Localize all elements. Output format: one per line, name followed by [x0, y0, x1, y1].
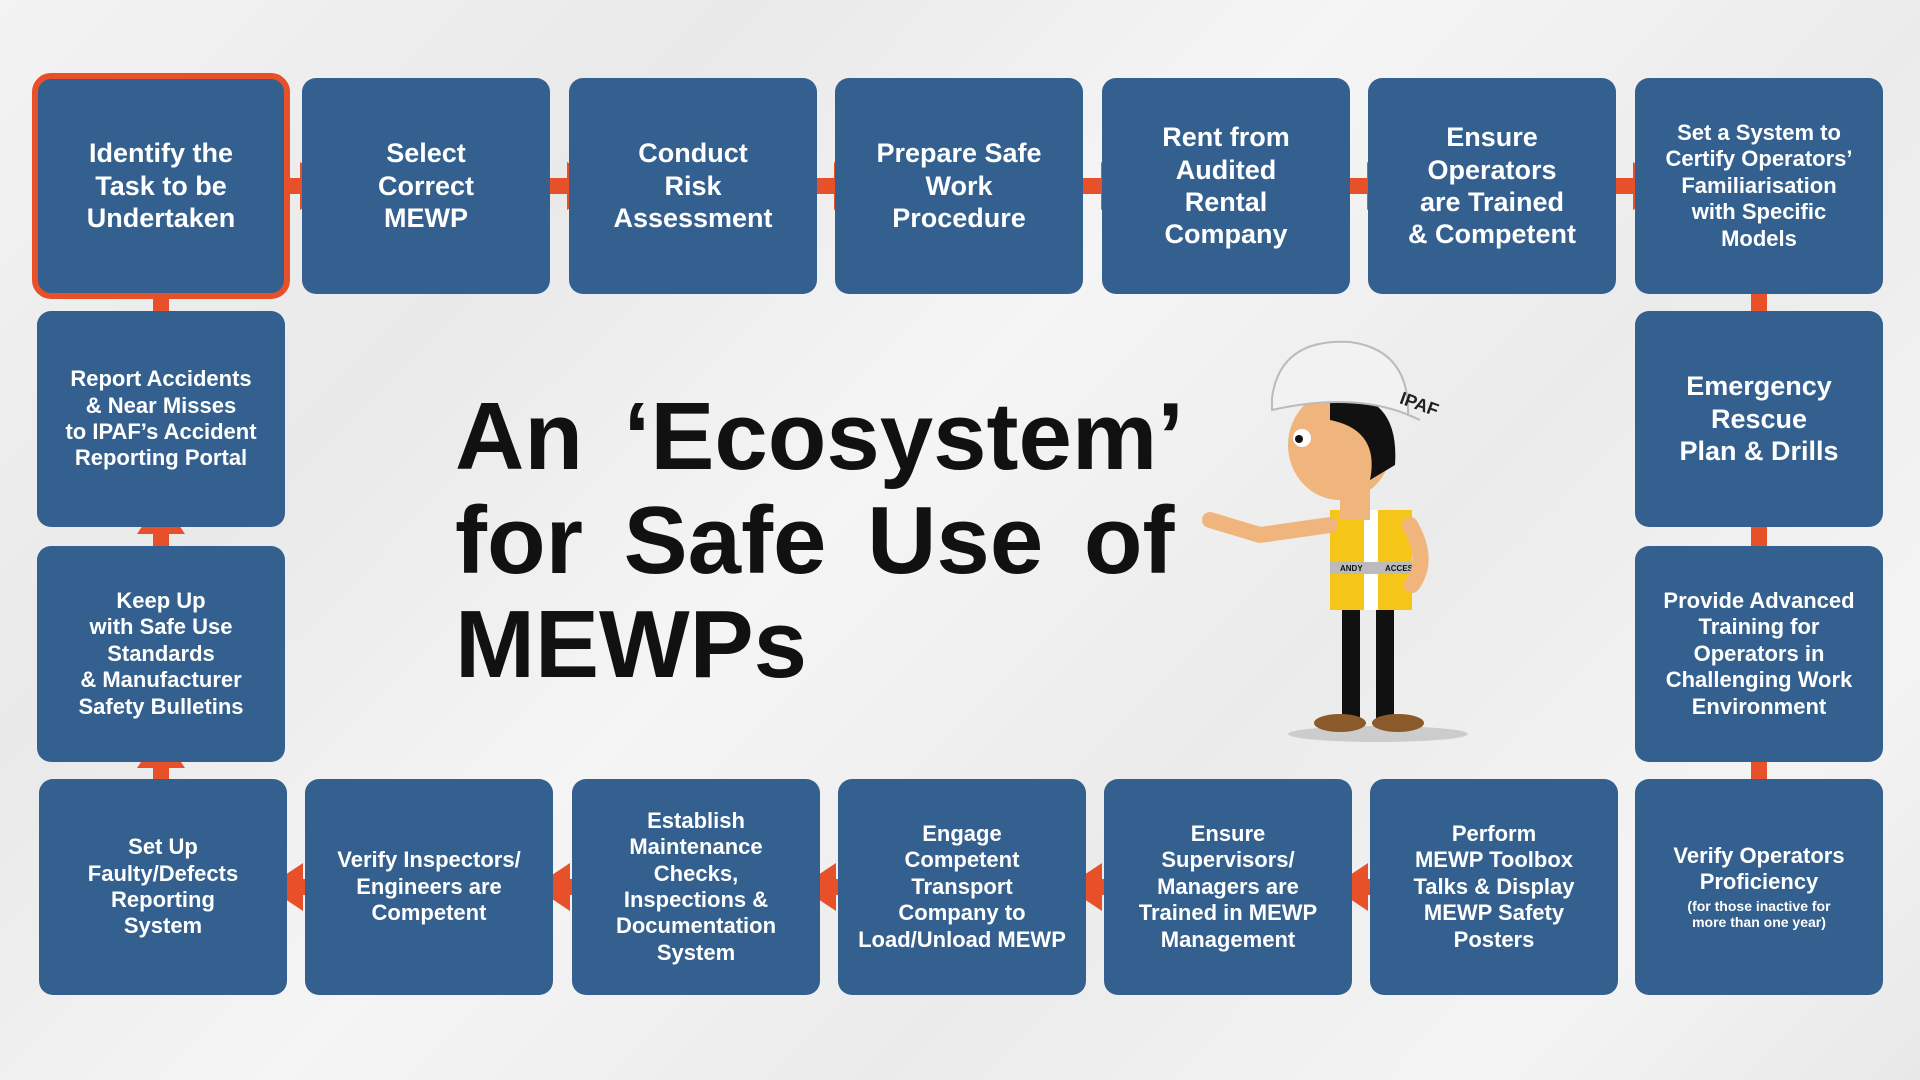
step-label: Emergency Rescue Plan & Drills — [1679, 371, 1839, 467]
step-label: Establish Maintenance Checks, Inspection… — [615, 807, 777, 965]
step-safe-work-procedure: Prepare Safe Work Procedure — [835, 78, 1083, 294]
vest-text: ANDY — [1340, 564, 1363, 573]
step-report-accidents: Report Accidents & Near Misses to IPAF’s… — [37, 311, 285, 527]
step-defects-reporting: Set Up Faulty/Defects Reporting System — [39, 779, 287, 995]
step-label: Select Correct MEWP — [377, 138, 475, 234]
flow-arrow-u — [137, 263, 185, 327]
step-label: Perform MEWP Toolbox Talks & Display MEW… — [1413, 821, 1575, 952]
flow-arrow-l — [534, 863, 598, 911]
step-note: (for those inactive for more than one ye… — [1687, 897, 1831, 931]
step-verify-inspectors: Verify Inspectors/ Engineers are Compete… — [305, 779, 553, 995]
flow-arrow-l — [1332, 863, 1396, 911]
step-label: Conduct Risk Assessment — [613, 138, 773, 234]
step-label: Verify Operators Proficiency — [1673, 842, 1845, 895]
step-label: Engage Competent Transport Company to Lo… — [858, 821, 1066, 952]
flow-arrow-u — [137, 498, 185, 562]
flow-arrow-u — [137, 732, 185, 796]
step-label: Provide Advanced Training for Operators … — [1663, 588, 1855, 719]
step-label: Ensure Supervisors/ Managers are Trained… — [1138, 821, 1318, 952]
flow-arrow-l — [1066, 863, 1130, 911]
mascot-illustration: ANDY ACCESS IPAF — [1202, 340, 1468, 742]
step-transport-company: Engage Competent Transport Company to Lo… — [838, 779, 1086, 995]
title-line: MEWPs — [455, 591, 808, 698]
step-label: Verify Inspectors/ Engineers are Compete… — [337, 847, 521, 926]
step-verify-proficiency: Verify Operators Proficiency(for those i… — [1635, 779, 1883, 995]
step-operators-trained: Ensure Operators are Trained & Competent — [1368, 78, 1616, 294]
step-safe-use-standards: Keep Up with Safe Use Standards & Manufa… — [37, 546, 285, 762]
step-label: Report Accidents & Near Misses to IPAF’s… — [65, 366, 257, 471]
step-toolbox-talks: Perform MEWP Toolbox Talks & Display MEW… — [1370, 779, 1618, 995]
step-label: Set a System to Certify Operators’ Famil… — [1665, 120, 1853, 251]
step-label: Rent from Audited Rental Company — [1162, 122, 1290, 250]
step-emergency-rescue: Emergency Rescue Plan & Drills — [1635, 311, 1883, 527]
step-certify-familiarisation: Set a System to Certify Operators’ Famil… — [1635, 78, 1883, 294]
step-select-mewp: Select Correct MEWP — [302, 78, 550, 294]
step-maintenance-checks: Establish Maintenance Checks, Inspection… — [572, 779, 820, 995]
step-label: Prepare Safe Work Procedure — [876, 138, 1042, 234]
helmet-logo: IPAF — [1397, 388, 1441, 420]
step-identify-task: Identify the Task to be Undertaken — [32, 73, 290, 299]
step-label: Set Up Faulty/Defects Reporting System — [87, 834, 239, 939]
step-label: Keep Up with Safe Use Standards & Manufa… — [78, 588, 244, 719]
title-line: for Safe Use of — [455, 487, 1175, 594]
flow-arrow-l — [800, 863, 864, 911]
step-advanced-training: Provide Advanced Training for Operators … — [1635, 546, 1883, 762]
step-label: Identify the Task to be Undertaken — [86, 138, 236, 234]
vest-text: ACCESS — [1385, 564, 1419, 573]
step-supervisors-trained: Ensure Supervisors/ Managers are Trained… — [1104, 779, 1352, 995]
step-label: Ensure Operators are Trained & Competent — [1408, 122, 1576, 250]
step-risk-assessment: Conduct Risk Assessment — [569, 78, 817, 294]
title-line: An ‘Ecosystem’ — [455, 383, 1184, 490]
step-rent-audited: Rent from Audited Rental Company — [1102, 78, 1350, 294]
